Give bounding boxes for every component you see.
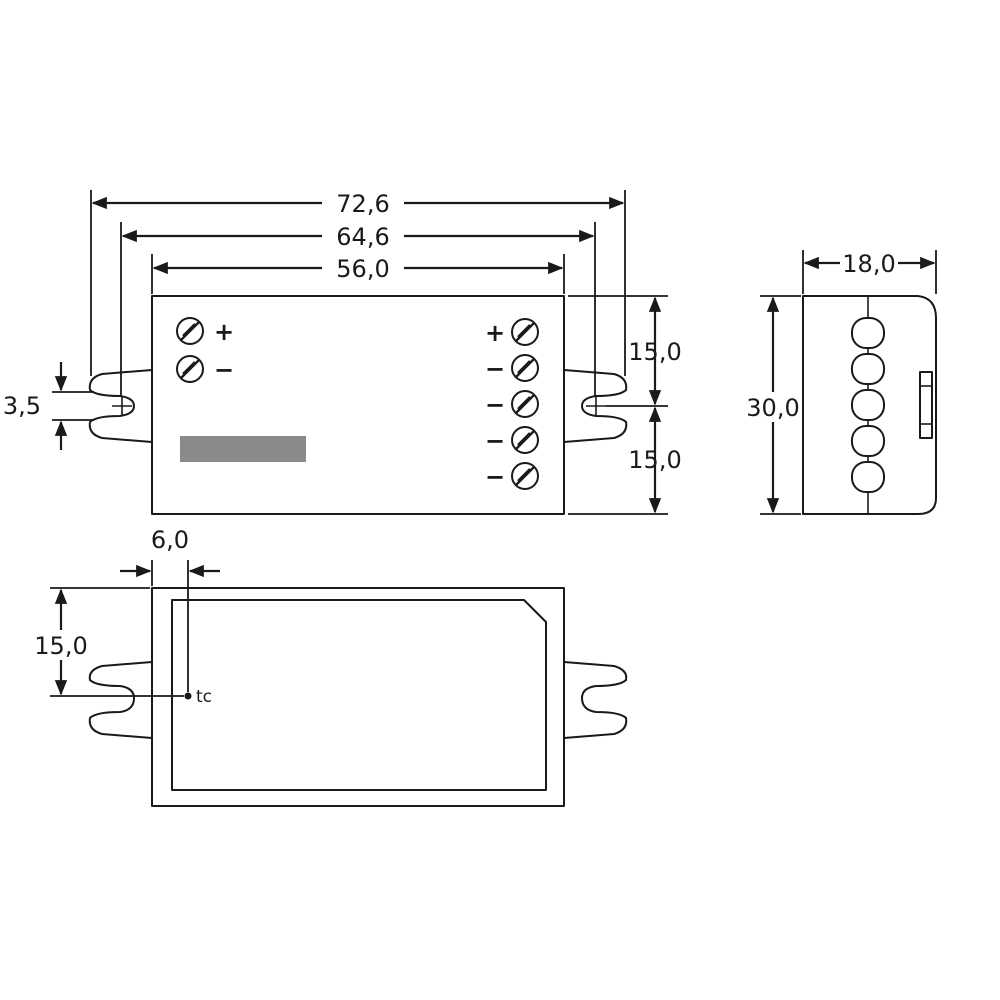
svg-text:30,0: 30,0 <box>746 394 799 422</box>
left-terminal-2 <box>176 355 204 383</box>
svg-text:56,0: 56,0 <box>336 255 389 283</box>
svg-text:15,0: 15,0 <box>628 446 681 474</box>
svg-text:72,6: 72,6 <box>336 190 389 218</box>
left-terminal-sign-minus: − <box>214 356 234 384</box>
svg-text:18,0: 18,0 <box>842 250 895 278</box>
dim-body-length: 56,0 <box>152 255 564 283</box>
tc-label: tc <box>196 687 212 707</box>
label-plate <box>180 436 306 462</box>
side-connector <box>919 371 933 439</box>
right-terminal-5 <box>511 462 539 490</box>
left-terminal-sign-plus: + <box>214 318 234 346</box>
dim-bottom-half-height: 15,0 <box>628 406 682 514</box>
bottom-left-tab <box>88 661 153 739</box>
front-body <box>151 295 565 515</box>
front-view: + − + − − <box>3 190 682 515</box>
right-terminal-sign-2: − <box>485 355 505 383</box>
dim-overall-length: 72,6 <box>91 190 625 218</box>
right-terminal-sign-4: − <box>485 427 505 455</box>
left-terminal-1 <box>176 317 204 345</box>
side-body <box>802 295 937 515</box>
bottom-body <box>151 587 565 807</box>
side-terminal-column <box>851 317 885 493</box>
right-terminal-2 <box>511 354 539 382</box>
right-terminal-4 <box>511 426 539 454</box>
right-mounting-tab <box>563 369 628 443</box>
dim-top-half-height: 15,0 <box>628 296 682 406</box>
left-hole-center-mark <box>112 396 132 416</box>
side-view: 18,0 30,0 <box>746 250 937 515</box>
bottom-inner-outline <box>171 599 547 791</box>
dim-side-height: 30,0 <box>746 296 800 514</box>
svg-text:15,0: 15,0 <box>628 338 681 366</box>
right-terminal-1 <box>511 318 539 346</box>
dim-tc-offset-y: 15,0 <box>34 588 88 696</box>
right-terminal-3 <box>511 390 539 418</box>
left-mounting-tab <box>88 369 153 443</box>
dim-hole-diameter: 3,5 <box>3 362 94 450</box>
svg-text:3,5: 3,5 <box>3 392 41 420</box>
bottom-right-tab <box>563 661 628 739</box>
tc-point <box>184 692 192 700</box>
right-terminal-sign-5: − <box>485 463 505 491</box>
right-terminal-sign-3: − <box>485 391 505 419</box>
svg-text:6,0: 6,0 <box>151 526 189 554</box>
dim-tc-offset-x: 6,0 <box>120 526 220 578</box>
right-hole-center-mark <box>586 396 606 416</box>
right-terminal-sign-1: + <box>485 319 505 347</box>
svg-text:64,6: 64,6 <box>336 223 389 251</box>
dim-mounting-distance: 64,6 <box>121 223 595 251</box>
dim-side-depth: 18,0 <box>803 250 936 278</box>
svg-text:15,0: 15,0 <box>34 632 87 660</box>
bottom-view: tc 6,0 15,0 <box>34 526 628 807</box>
